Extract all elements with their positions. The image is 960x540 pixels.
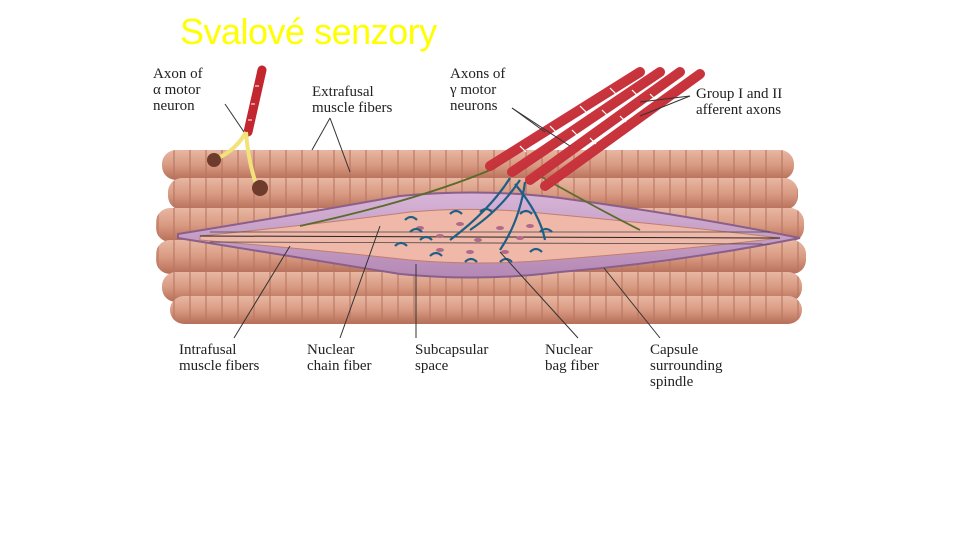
label-alpha-axon: Axon of α motor neuron [153,66,203,114]
label-intrafusal: Intrafusal muscle fibers [179,342,259,374]
label-extrafusal: Extrafusal muscle fibers [312,84,392,116]
label-nuclear-bag: Nuclear bag fiber [545,342,599,374]
label-subcapsular: Subcapsular space [415,342,488,374]
label-gamma-axons: Axons of γ motor neurons [450,66,505,114]
label-capsule: Capsule surrounding spindle [650,342,723,390]
label-afferent-axons: Group I and II afferent axons [696,86,782,118]
label-nuclear-chain: Nuclear chain fiber [307,342,372,374]
